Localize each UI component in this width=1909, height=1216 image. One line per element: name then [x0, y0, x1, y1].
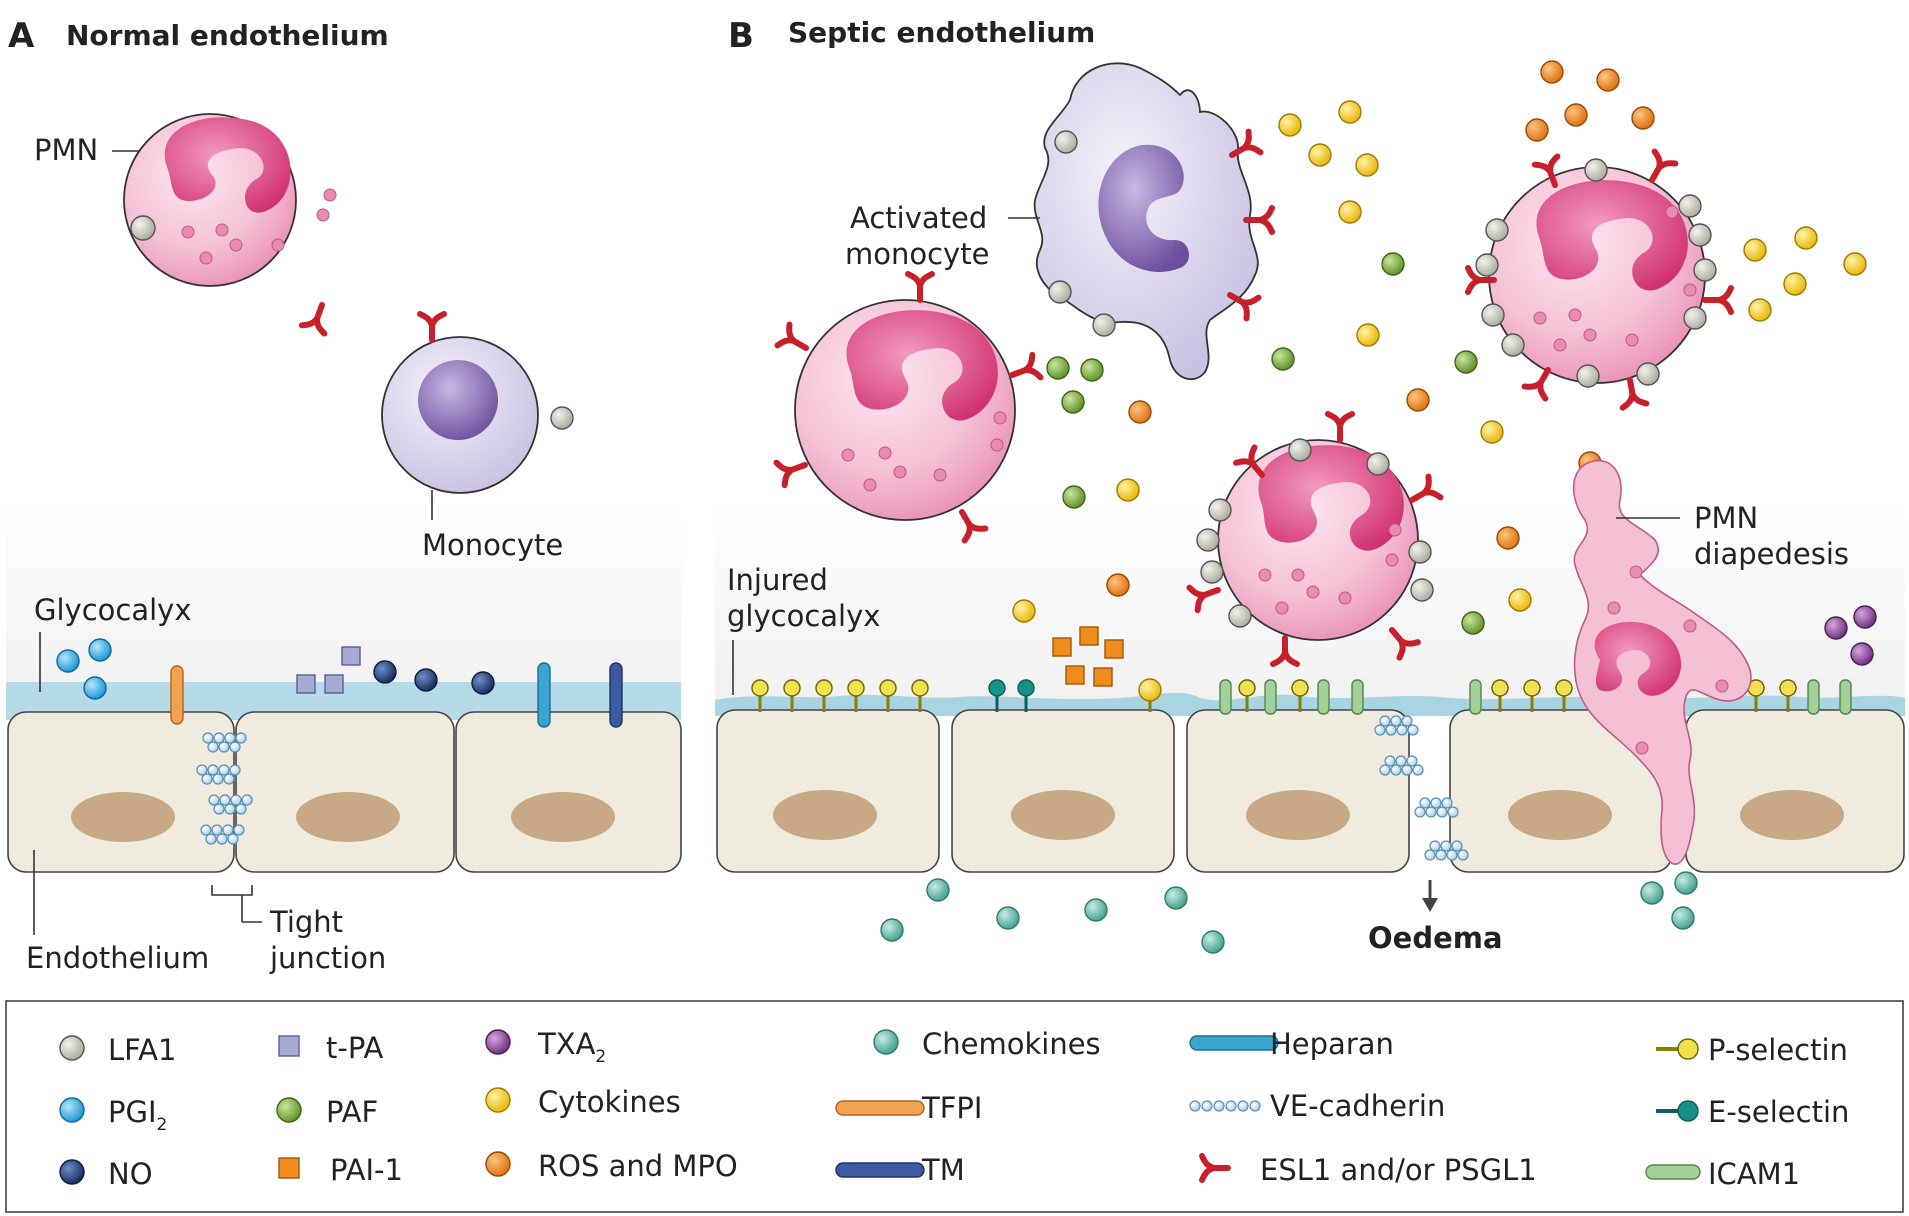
legend-item-tpa: t-PA	[278, 1031, 383, 1065]
panel-b-title: Septic endothelium	[788, 16, 1095, 49]
svg-text:TM: TM	[921, 1153, 965, 1187]
pai1-molecules	[1052, 626, 1124, 687]
panel-a-letter: A	[8, 16, 35, 56]
legend-item-esl1-psgl1: ESL1 and/or PSGL1	[1202, 1153, 1537, 1187]
tight-junction-label-line2: junction	[269, 941, 386, 975]
pmn-cell-b-right	[1468, 151, 1731, 407]
svg-text:E-selectin: E-selectin	[1708, 1095, 1849, 1129]
chemokine-molecules	[880, 871, 1698, 954]
tfpi-marker	[170, 665, 184, 725]
svg-text:TXA2: TXA2	[537, 1027, 606, 1067]
svg-text:LFA1: LFA1	[108, 1033, 176, 1067]
injured-glycocalyx-label-line1: Injured	[727, 563, 828, 597]
svg-text:ROS and MPO: ROS and MPO	[538, 1149, 738, 1183]
pmn-diapedesis-cell	[1572, 459, 1752, 865]
monocyte-cell	[381, 314, 574, 494]
svg-text:Chemokines: Chemokines	[922, 1027, 1101, 1061]
legend-item-ros-mpo: ROS and MPO	[485, 1149, 738, 1183]
panel-a-title: Normal endothelium	[66, 19, 389, 52]
svg-text:PAF: PAF	[326, 1095, 378, 1129]
oedema-label: Oedema	[1368, 921, 1503, 955]
paf-molecules	[1046, 252, 1485, 635]
heparan-marker	[537, 662, 551, 728]
legend-item-e-selectin: E-selectin	[1656, 1095, 1849, 1129]
panel-a-background	[6, 500, 681, 700]
svg-text:PAI-1: PAI-1	[330, 1153, 403, 1187]
pmn-diapedesis-label-line2: diapedesis	[1694, 537, 1849, 571]
endothelial-cells-normal	[7, 711, 682, 873]
svg-text:TFPI: TFPI	[921, 1091, 982, 1125]
legend-item-p-selectin: P-selectin	[1656, 1033, 1848, 1067]
tight-junction-bracket	[211, 885, 253, 896]
glycocalyx-label: Glycocalyx	[34, 593, 191, 627]
legend-item-ve-cadherin: VE-cadherin	[1189, 1089, 1445, 1123]
oedema-arrow	[1422, 880, 1438, 912]
svg-text:ESL1 and/or PSGL1: ESL1 and/or PSGL1	[1260, 1153, 1537, 1187]
p-selectin-markers	[751, 679, 1797, 712]
svg-text:P-selectin: P-selectin	[1708, 1033, 1848, 1067]
activated-monocyte-cell	[1033, 62, 1272, 381]
legend-item-pgi2: PGI2	[59, 1095, 167, 1135]
svg-text:ICAM1: ICAM1	[1708, 1157, 1800, 1191]
activated-monocyte-label-line1: Activated	[850, 201, 987, 235]
e-selectin-markers	[988, 679, 1035, 712]
legend-item-no: NO	[59, 1157, 153, 1191]
pmn-cell	[123, 113, 337, 334]
legend-item-chemokines: Chemokines	[873, 1027, 1101, 1061]
tpa-molecules	[296, 646, 361, 694]
cytokine-molecules	[1012, 100, 1867, 702]
svg-text:t-PA: t-PA	[326, 1031, 383, 1065]
legend-item-lfa1: LFA1	[59, 1033, 176, 1067]
endothelium-label: Endothelium	[26, 941, 209, 975]
svg-text:NO: NO	[108, 1157, 153, 1191]
legend-box	[5, 1000, 1904, 1213]
legend-item-pai1: PAI-1	[278, 1153, 403, 1187]
legend-item-paf: PAF	[276, 1095, 378, 1129]
pgi2-molecules	[56, 638, 112, 700]
pmn-diapedesis-label-line1: PMN	[1694, 501, 1758, 535]
pmn-cell-b-center	[1189, 414, 1440, 664]
injured-glycocalyx-label-line2: glycocalyx	[727, 599, 880, 633]
pmn-cell-b-left	[776, 274, 1040, 541]
legend-item-tm: TM	[835, 1153, 965, 1187]
ros-mpo-molecules	[1106, 60, 1655, 597]
txa2-molecules	[1824, 605, 1877, 666]
svg-text:VE-cadherin: VE-cadherin	[1270, 1089, 1445, 1123]
legend-item-icam1: ICAM1	[1645, 1157, 1800, 1191]
legend-item-txa2: TXA2	[485, 1027, 606, 1067]
tight-junction-label-line1: Tight	[269, 905, 343, 939]
pmn-label: PMN	[34, 133, 98, 167]
tm-marker	[609, 662, 623, 728]
legend-item-tfpi: TFPI	[835, 1091, 982, 1125]
panel-b-letter: B	[728, 16, 754, 56]
legend-item-cytokines: Cytokines	[485, 1085, 681, 1119]
svg-text:PGI2: PGI2	[108, 1095, 167, 1135]
no-molecules	[373, 660, 495, 695]
monocyte-label: Monocyte	[422, 528, 563, 562]
svg-text:Cytokines: Cytokines	[538, 1085, 681, 1119]
activated-monocyte-label-line2: monocyte	[845, 237, 989, 271]
svg-text:Heparan: Heparan	[1270, 1027, 1394, 1061]
legend-item-heparan: Heparan	[1189, 1027, 1394, 1061]
icam1-markers	[1219, 679, 1852, 715]
endothelial-cells-septic	[716, 709, 1905, 873]
